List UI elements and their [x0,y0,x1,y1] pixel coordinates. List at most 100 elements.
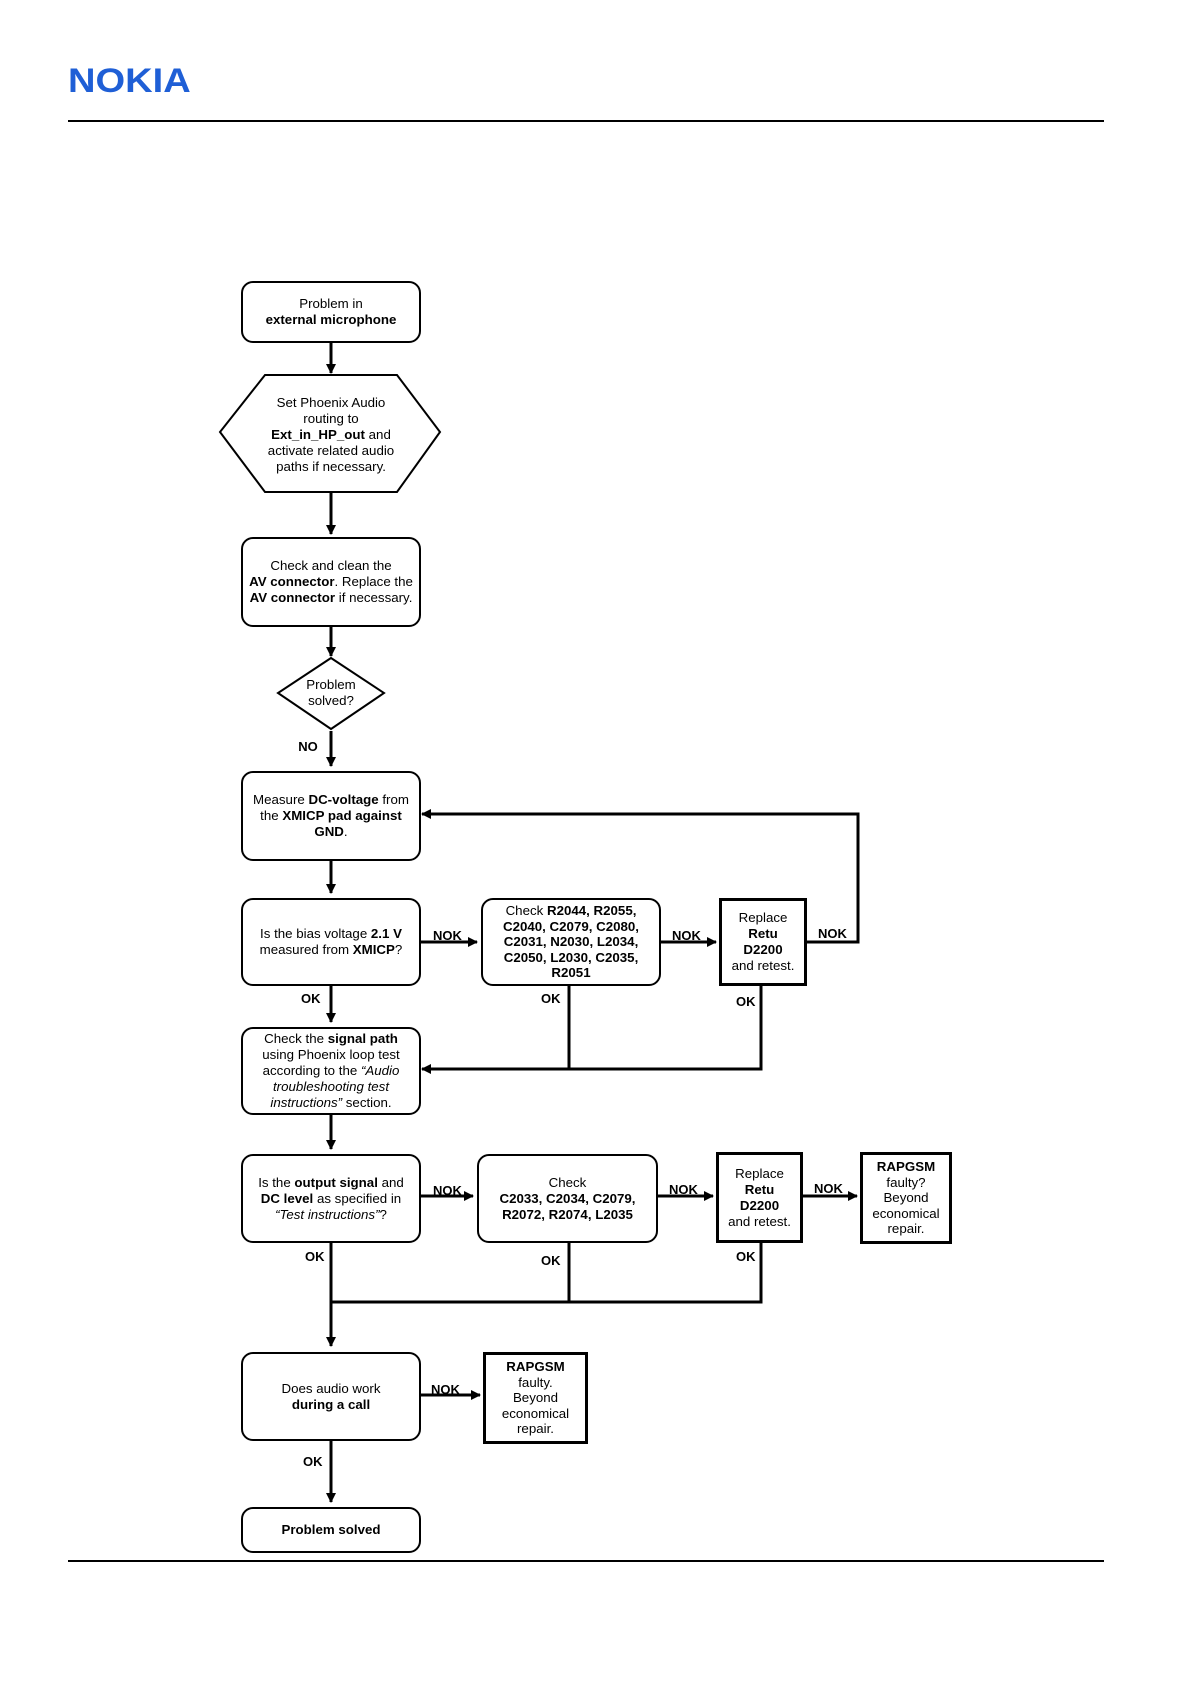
measure-gnd: GND [314,824,344,839]
bias-p1: Is the bias voltage [260,926,371,941]
measure-p1-rest: from [378,792,409,807]
rapgsm2-title: RAPGSM [506,1359,565,1375]
measure-dc-voltage: DC-voltage [308,792,379,807]
replace1-retu: Retu D2200 [743,926,783,957]
routing-line5: paths if necessary. [276,459,386,474]
rapgsm2-line4: economical [501,1405,570,1421]
output-signal-bold: output signal [294,1174,378,1190]
check-av-connector-1: AV connector [249,574,335,589]
label-nok-output: NOK [433,1183,462,1198]
replace1-line3: and retest. [731,958,795,973]
replace-retu-1-box: Replace Retu D2200 and retest. [719,898,807,986]
check-av-line1: Check and clean the [270,558,392,573]
label-nok-check2: NOK [669,1182,698,1197]
end-box: Problem solved [241,1507,421,1553]
routing-line2: routing to [303,411,359,426]
rapgsm-1-box: RAPGSM faulty? Beyond economical repair. [860,1152,952,1244]
bias-check-box: Is the bias voltage 2.1 V measured from … [241,898,421,986]
label-nok-check1: NOK [672,928,701,943]
measure-xmicp: XMICP pad against [282,808,402,823]
label-nok-audio: NOK [431,1382,460,1397]
decision-diamond [276,656,386,731]
check1-line3: C2031, N2030, L2034, [503,934,639,950]
header-rule [68,120,1104,122]
label-ok-check2: OK [541,1253,561,1268]
check-components-2-box: Check C2033, C2034, C2079, R2072, R2074,… [477,1154,658,1243]
routing-target: Ext_in_HP_out [271,427,365,442]
signal-p1: Check the [264,1031,328,1046]
nokia-logo: NOKIA [68,62,191,100]
label-ok-output: OK [305,1249,325,1264]
line-replace2-ok-merge [331,1243,763,1304]
check2-line3: R2072, R2074, L2035 [502,1206,633,1222]
audio-line2: during a call [291,1396,371,1412]
routing-line4: activate related audio [267,443,395,458]
decision-text: Problem solved? [291,674,371,712]
check2-line2: C2033, C2034, C2079, [499,1190,636,1206]
replace1-line1: Replace [738,910,788,925]
rapgsm1-line3: Beyond [883,1190,929,1206]
signal-p4-italic: troubleshooting test [272,1079,390,1094]
arrow-replace1-ok-to-signal [421,986,763,1074]
label-ok-audio: OK [303,1454,323,1469]
audio-line1: Does audio work [281,1380,381,1396]
bias-xmicp: XMICP [352,942,395,957]
label-nok-replace2: NOK [814,1181,843,1196]
signal-p3-italic: “Audio [360,1063,400,1078]
check-av-line3-rest: if necessary. [335,590,413,605]
routing-line3-rest: and [364,427,391,442]
replace-retu-2-box: Replace Retu D2200 and retest. [716,1152,803,1243]
start-box: Problem in external microphone [241,281,421,343]
output-p3-rest: ? [379,1206,387,1222]
start-line1: Problem in [299,296,363,311]
signal-path-bold: signal path [327,1031,398,1046]
replace2-line3: and retest. [728,1213,791,1229]
output-check-box: Is the output signal and DC level as spe… [241,1154,421,1243]
output-test-instructions: “Test instructions” [275,1206,380,1222]
check1-line4: C2050, L2030, C2035, [503,949,639,965]
rapgsm1-line5: repair. [887,1221,925,1237]
label-ok-replace1: OK [736,994,756,1009]
arrow-replace1-loop-to-measure [421,809,860,944]
rapgsm2-line5: repair. [517,1421,554,1437]
signal-path-box: Check the signal path using Phoenix loop… [241,1027,421,1115]
label-no: NO [298,739,318,754]
start-line2: external microphone [265,312,397,327]
bias-p2-rest: ? [394,942,403,957]
check-components-1-box: Check R2044, R2055, C2040, C2079, C2080,… [481,898,661,986]
rapgsm2-line3: Beyond [512,1390,559,1406]
measure-p3-rest: . [343,824,348,839]
output-dc-level: DC level [260,1190,314,1206]
signal-p3: according to the [262,1063,361,1078]
routing-text: Set Phoenix Audio routing to Ext_in_HP_o… [250,383,412,487]
label-ok-replace2: OK [736,1249,756,1264]
rapgsm1-line4: economical [872,1205,940,1221]
routing-hexagon [218,374,442,493]
output-p2-rest: as specified in [313,1190,402,1206]
rapgsm1-title: RAPGSM [876,1159,936,1175]
rapgsm-2-box: RAPGSM faulty. Beyond economical repair. [483,1352,588,1444]
label-nok-bias: NOK [433,928,462,943]
rapgsm1-line2: faulty? [886,1174,926,1190]
routing-line1: Set Phoenix Audio [276,395,386,410]
label-ok-bias: OK [301,991,321,1006]
rapgsm2-line2: faulty. [518,1374,553,1390]
label-ok-check1: OK [541,991,561,1006]
check-av-box: Check and clean the AV connector. Replac… [241,537,421,627]
signal-p5-italic: instructions” [270,1095,343,1110]
end-label: Problem solved [281,1522,381,1537]
output-p1: Is the [258,1174,295,1190]
signal-p5-rest: section. [342,1095,392,1110]
replace2-line1: Replace [735,1165,784,1181]
measure-dc-box: Measure DC-voltage from the XMICP pad ag… [241,771,421,861]
check-av-line2-rest: . Replace the [334,574,413,589]
bias-p2: measured from [259,942,353,957]
measure-p1: Measure [253,792,309,807]
check1-line5: R2051 [551,965,591,981]
decision-line1: Problem [306,677,356,692]
check1-p1: Check [505,903,547,919]
bias-voltage: 2.1 V [370,926,402,941]
signal-p2: using Phoenix loop test [262,1047,400,1062]
check2-p1: Check [548,1174,587,1190]
